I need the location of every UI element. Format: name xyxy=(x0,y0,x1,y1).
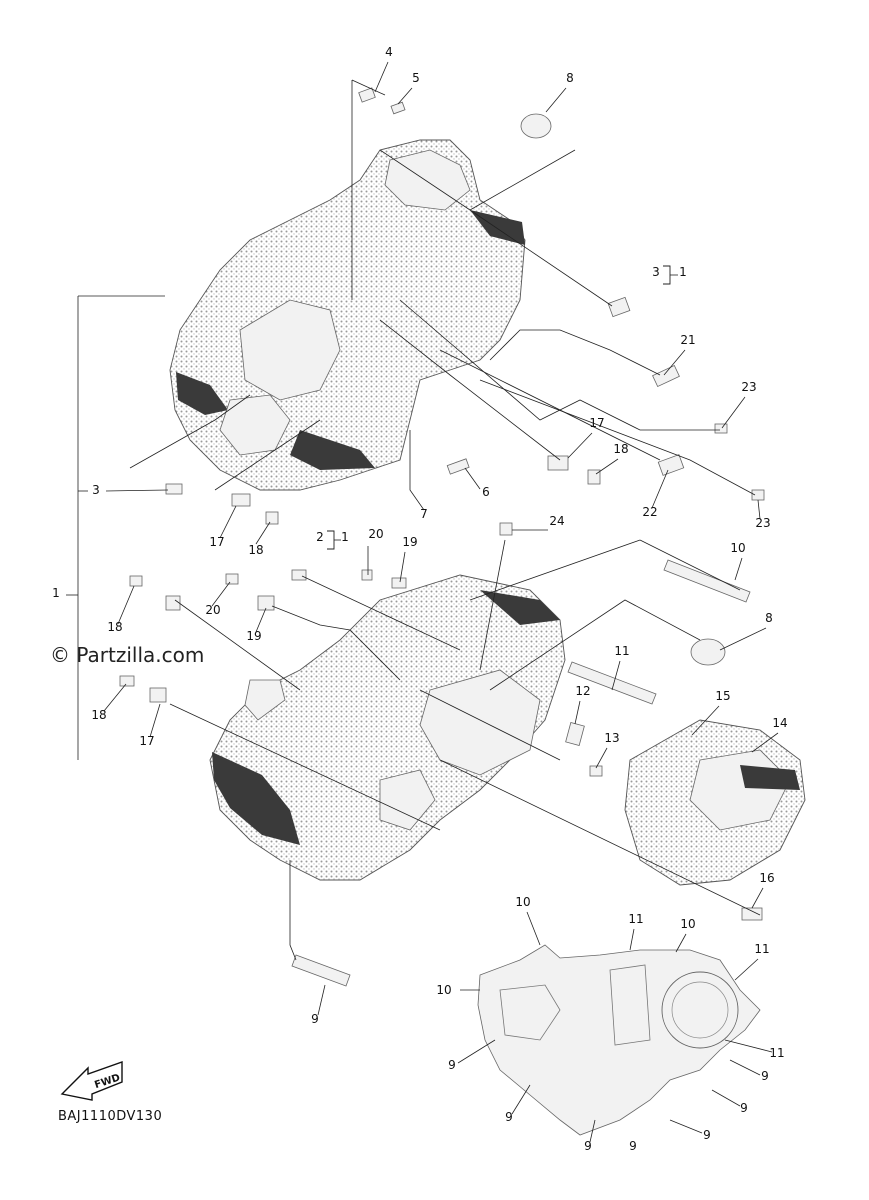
callout-c11a: 11 xyxy=(614,644,629,658)
callout-c9d: 9 xyxy=(505,1110,513,1124)
callout-c23b: 23 xyxy=(755,516,770,530)
callout-c20b: 20 xyxy=(205,603,220,617)
callout-c24: 24 xyxy=(549,514,564,528)
callout-c9g: 9 xyxy=(584,1139,592,1153)
crankcase-cover-assembly xyxy=(624,719,806,886)
callout-c23a: 23 xyxy=(741,380,756,394)
callout-c10a: 10 xyxy=(730,541,745,555)
watermark-text: © Partzilla.com xyxy=(50,643,204,667)
callout-c17b: 17 xyxy=(209,535,224,549)
lower-crankcase-half xyxy=(209,574,566,881)
callout-c9c: 9 xyxy=(761,1069,769,1083)
callout-c21: 21 xyxy=(680,333,695,347)
crankcase-gasket-outline xyxy=(477,944,761,1136)
callout-c3b: 3 xyxy=(92,483,100,497)
callout-c9f: 9 xyxy=(703,1128,711,1142)
callout-c1c: 1 xyxy=(52,586,60,600)
callout-c15: 15 xyxy=(715,689,730,703)
callout-c5: 5 xyxy=(412,71,420,85)
upper-crankcase-half xyxy=(169,139,526,491)
callout-c7: 7 xyxy=(420,507,428,521)
callout-c2: 2 xyxy=(316,530,324,544)
fwd-arrow-icon: FWD xyxy=(60,1061,123,1101)
callout-c17c: 17 xyxy=(139,734,154,748)
callout-c10d: 10 xyxy=(436,983,451,997)
callout-c11b: 11 xyxy=(628,912,643,926)
callout-c4: 4 xyxy=(385,45,393,59)
hardware-parts xyxy=(119,87,765,987)
callout-c20a: 20 xyxy=(368,527,383,541)
callout-c1b: 1 xyxy=(341,530,349,544)
callout-c22: 22 xyxy=(642,505,657,519)
callout-c10c: 10 xyxy=(680,917,695,931)
callout-c14: 14 xyxy=(772,716,787,730)
callout-c9e: 9 xyxy=(740,1101,748,1115)
callout-c16: 16 xyxy=(759,871,774,885)
callout-c9b: 9 xyxy=(448,1058,456,1072)
callout-c11d: 11 xyxy=(769,1046,784,1060)
callout-c11c: 11 xyxy=(754,942,769,956)
callout-c18d: 18 xyxy=(91,708,106,722)
callout-c8a: 8 xyxy=(566,71,574,85)
callout-c18c: 18 xyxy=(107,620,122,634)
callout-c10b: 10 xyxy=(515,895,530,909)
callout-c18b: 18 xyxy=(248,543,263,557)
callout-c3a: 3 xyxy=(652,265,660,279)
callout-c13: 13 xyxy=(604,731,619,745)
callout-c9a: 9 xyxy=(311,1012,319,1026)
callout-c6: 6 xyxy=(482,485,490,499)
diagram-code: BAJ1110DV130 xyxy=(58,1109,162,1124)
assembly-brackets xyxy=(327,265,678,550)
callout-c19b: 19 xyxy=(246,629,261,643)
callout-c17a: 17 xyxy=(589,416,604,430)
callout-c9h: 9 xyxy=(629,1139,637,1153)
leader-lines xyxy=(66,61,779,1143)
callout-c12: 12 xyxy=(575,684,590,698)
callout-c8b: 8 xyxy=(765,611,773,625)
callout-c19a: 19 xyxy=(402,535,417,549)
callout-c1a: 1 xyxy=(679,265,687,279)
callout-c18a: 18 xyxy=(613,442,628,456)
